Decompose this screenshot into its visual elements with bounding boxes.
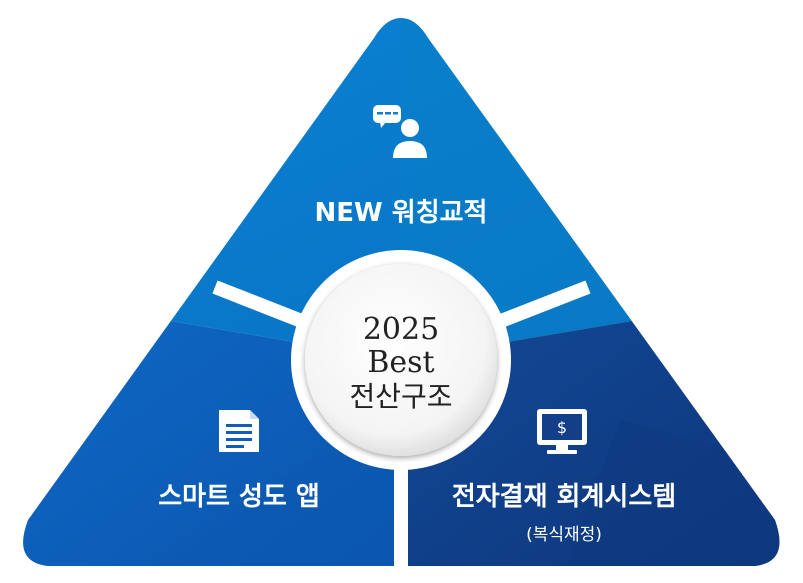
svg-text:$: $ (557, 418, 567, 437)
segment-left-label: 스마트 성도 앱 (158, 482, 320, 512)
segment-left-facet (23, 400, 401, 566)
segment-right-label: 전자결재 회계시스템 (452, 482, 676, 512)
center-line-best: Best (367, 345, 434, 380)
segment-top-label: NEW 워칭교적 (315, 198, 488, 228)
center-circle (305, 264, 497, 456)
monitor-dollar-icon: $ (537, 409, 587, 454)
center-line-title: 전산구조 (349, 380, 452, 413)
document-icon (219, 410, 259, 452)
center-line-year: 2025 (363, 312, 439, 347)
person-chat-icon (373, 105, 427, 158)
segment-right-sublabel: (복식재정) (526, 525, 602, 545)
